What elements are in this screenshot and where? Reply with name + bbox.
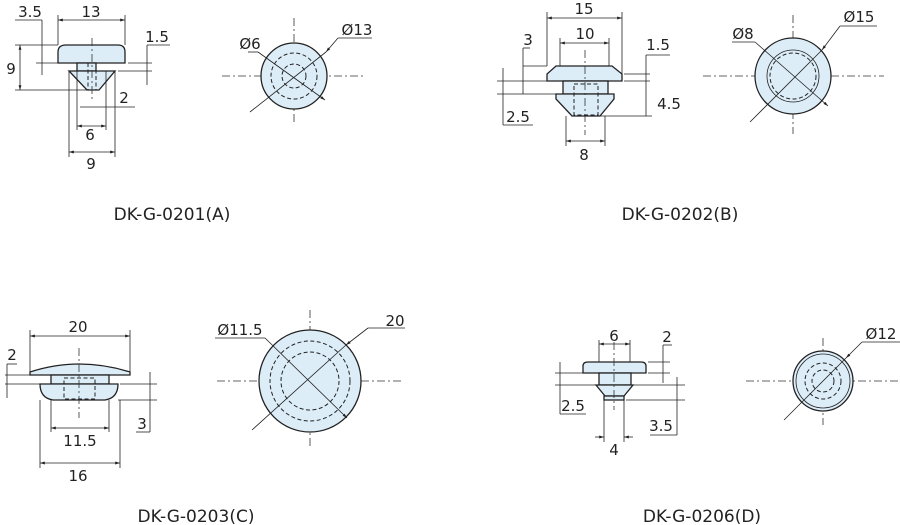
part-c-top-view: Ø11.5 20 (215, 310, 405, 448)
dim-d-2: 2 (662, 328, 672, 346)
part-c-side-view: 20 2 3 11.5 16 (5, 318, 157, 485)
dim-a-9-height: 9 (6, 60, 16, 78)
dim-b-dia-8: Ø8 (732, 25, 753, 43)
part-d-side-view: 6 2 2.5 3.5 4 (555, 327, 685, 459)
dim-a-3-5: 3.5 (18, 3, 42, 21)
dim-c-2: 2 (7, 346, 17, 364)
dim-d-dia-12: Ø12 (866, 325, 897, 343)
part-d-label: DK-G-0206(D) (643, 507, 761, 525)
dim-a-2: 2 (119, 89, 129, 107)
dim-d-3-5: 3.5 (649, 417, 673, 435)
dim-b-8: 8 (579, 146, 589, 164)
dim-b-dia-15: Ø15 (844, 8, 875, 26)
dim-c-20: 20 (68, 318, 87, 336)
dim-c-3: 3 (137, 415, 147, 433)
part-a-top-view: Ø6 Ø13 (222, 18, 372, 124)
dim-d-6: 6 (609, 327, 619, 345)
dim-a-9-width: 9 (86, 155, 96, 173)
part-b-top-view: Ø8 Ø15 (703, 8, 884, 134)
dim-b-15: 15 (574, 0, 593, 18)
part-a-label: DK-G-0201(A) (114, 205, 231, 225)
dim-b-10: 10 (575, 25, 594, 43)
dim-c-16: 16 (68, 467, 87, 485)
dim-b-3: 3 (523, 31, 533, 49)
dim-b-1-5: 1.5 (646, 36, 670, 54)
dim-a-dia-13: Ø13 (342, 21, 373, 39)
part-c-label: DK-G-0203(C) (138, 507, 255, 525)
part-d-top-view: Ø12 (746, 325, 900, 425)
dim-c-20-top: 20 (385, 312, 404, 330)
dim-a-13: 13 (81, 3, 100, 21)
dim-b-4-5: 4.5 (657, 95, 681, 113)
part-b-label: DK-G-0202(B) (622, 205, 739, 225)
dim-a-1-5: 1.5 (145, 28, 169, 46)
dim-a-6: 6 (85, 126, 95, 144)
dim-c-dia-11-5: Ø11.5 (217, 321, 262, 339)
dim-a-dia-6: Ø6 (239, 35, 260, 53)
dim-d-2-5: 2.5 (561, 397, 585, 415)
part-b-side-view: 15 10 3 2.5 1.5 4.5 8 (497, 0, 681, 164)
part-a-side-view: 13 3.5 9 1.5 2 6 9 (6, 3, 170, 173)
dim-d-4: 4 (609, 441, 619, 459)
dim-c-11-5: 11.5 (63, 432, 96, 450)
dim-b-2-5: 2.5 (506, 108, 530, 126)
